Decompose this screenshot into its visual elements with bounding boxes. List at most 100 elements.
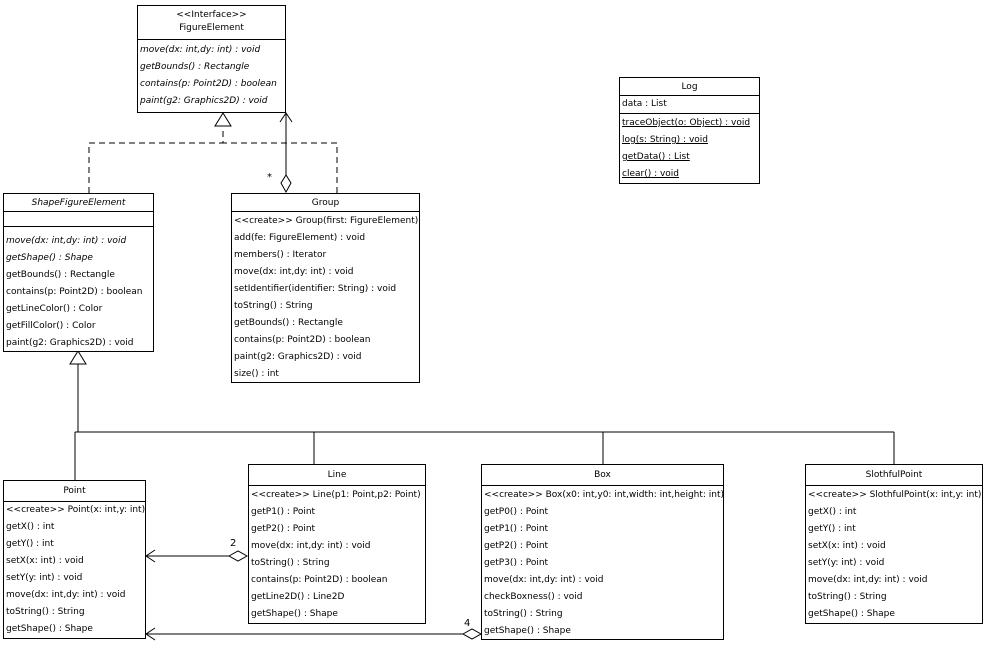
operation: getBounds() : Rectangle: [6, 270, 115, 280]
operation: getShape() : Shape: [251, 609, 338, 619]
generalization-arrowhead: [69, 350, 87, 365]
multiplicity-line-points: 2: [230, 538, 237, 549]
realization-group: [223, 142, 338, 193]
operation: toString() : String: [6, 607, 85, 617]
operation: getBounds() : Rectangle: [140, 62, 250, 72]
operation: getX() : int: [808, 507, 857, 517]
class-line[interactable]: Line <<create>> Line(p1: Point,p2: Point…: [248, 464, 426, 624]
operation: getFillColor() : Color: [6, 321, 96, 331]
operations-compartment: traceObject(o: Object) : void log(s: Str…: [620, 114, 759, 183]
operation: move(dx: int,dy: int) : void: [234, 267, 354, 277]
operation: members() : Iterator: [234, 250, 327, 260]
operations-compartment: <<create>> SlothfulPoint(x: int,y: int) …: [806, 486, 982, 623]
class-header: <<Interface>> FigureElement: [138, 6, 285, 40]
operation: clear() : void: [622, 169, 680, 179]
attributes-compartment: [4, 212, 153, 227]
class-point[interactable]: Point <<create>> Point(x: int,y: int) ge…: [3, 480, 146, 639]
class-header: Point: [4, 481, 145, 502]
operations-compartment: <<create>> Point(x: int,y: int) getX() :…: [4, 502, 145, 638]
aggregation-line-points: [145, 549, 249, 563]
operation: getY() : int: [808, 524, 856, 534]
class-header: Line: [249, 465, 425, 486]
operation: getP1() : Point: [251, 507, 316, 517]
operation: toString() : String: [251, 558, 330, 568]
class-name: ShapeFigureElement: [31, 198, 126, 208]
aggregation-group-members: [279, 112, 293, 194]
operation: getP2() : Point: [484, 541, 549, 551]
multiplicity-group-members: *: [267, 172, 272, 183]
class-name: Group: [311, 198, 340, 208]
operation: getBounds() : Rectangle: [234, 318, 343, 328]
operation: traceObject(o: Object) : void: [622, 118, 751, 128]
stereotype-label: <<Interface>>: [176, 10, 247, 20]
operation: setIdentifier(identifier: String) : void: [234, 284, 397, 294]
class-name: Point: [63, 486, 86, 496]
operation: getLineColor() : Color: [6, 304, 103, 314]
operation: <<create>> Group(first: FigureElement): [234, 216, 419, 226]
operation: toString() : String: [234, 301, 313, 311]
operation: getX() : int: [6, 522, 55, 532]
operation: getP2() : Point: [251, 524, 316, 534]
operation: contains(p: Point2D) : boolean: [251, 575, 388, 585]
operation: move(dx: int,dy: int) : void: [251, 541, 371, 551]
class-log[interactable]: Log data : List traceObject(o: Object) :…: [619, 77, 760, 184]
operations-compartment: <<create>> Group(first: FigureElement) a…: [232, 212, 419, 383]
operation: <<create>> SlothfulPoint(x: int,y: int): [808, 490, 982, 500]
class-name: SlothfulPoint: [865, 470, 923, 480]
operation: <<create>> Line(p1: Point,p2: Point): [251, 490, 421, 500]
aggregation-box-points: [145, 627, 483, 641]
operation: paint(g2: Graphics2D) : void: [234, 352, 362, 362]
class-header: Box: [482, 465, 723, 486]
class-group[interactable]: Group <<create>> Group(first: FigureElem…: [231, 193, 420, 383]
attribute: data : List: [622, 99, 667, 109]
class-figure-element[interactable]: <<Interface>> FigureElement move(dx: int…: [137, 5, 286, 113]
realization-arrowhead: [214, 112, 232, 127]
class-slothful-point[interactable]: SlothfulPoint <<create>> SlothfulPoint(x…: [805, 464, 983, 624]
operation: <<create>> Box(x0: int,y0: int,width: in…: [484, 490, 723, 500]
operation: getY() : int: [6, 539, 54, 549]
multiplicity-box-points: 4: [464, 618, 471, 629]
operations-compartment: move(dx: int,dy: int) : void getBounds()…: [138, 40, 285, 110]
operation: setX(x: int) : void: [6, 556, 84, 566]
operation: getShape() : Shape: [6, 253, 93, 263]
operation: getP1() : Point: [484, 524, 549, 534]
operation: move(dx: int,dy: int) : void: [484, 575, 604, 585]
operation: contains(p: Point2D) : boolean: [234, 335, 371, 345]
operation: toString() : String: [484, 609, 563, 619]
operations-compartment: move(dx: int,dy: int) : void getShape() …: [4, 227, 153, 352]
class-shape-figure-element[interactable]: ShapeFigureElement move(dx: int,dy: int)…: [3, 193, 154, 352]
operation: log(s: String) : void: [622, 135, 708, 145]
operation: move(dx: int,dy: int) : void: [808, 575, 928, 585]
operation: checkBoxness() : void: [484, 592, 583, 602]
class-name: Line: [327, 470, 347, 480]
operation: move(dx: int,dy: int) : void: [140, 45, 261, 55]
class-header: ShapeFigureElement: [4, 194, 153, 212]
class-box[interactable]: Box <<create>> Box(x0: int,y0: int,width…: [481, 464, 724, 640]
operation: getShape() : Shape: [808, 609, 895, 619]
realization-shape-figure-element: [88, 127, 224, 193]
operation: <<create>> Point(x: int,y: int): [6, 505, 145, 515]
operation: paint(g2: Graphics2D) : void: [140, 96, 268, 106]
operation: add(fe: FigureElement) : void: [234, 233, 366, 243]
operation: getData() : List: [622, 152, 690, 162]
generalization-tree: [74, 364, 895, 480]
operation: setY(y: int) : void: [808, 558, 885, 568]
operation: setX(x: int) : void: [808, 541, 886, 551]
operation: contains(p: Point2D) : boolean: [6, 287, 143, 297]
operation: setY(y: int) : void: [6, 573, 83, 583]
class-header: Log: [620, 78, 759, 96]
class-name: FigureElement: [179, 23, 244, 33]
operation: size() : int: [234, 369, 279, 379]
operation: getShape() : Shape: [6, 624, 93, 634]
class-header: Group: [232, 194, 419, 212]
operation: move(dx: int,dy: int) : void: [6, 590, 126, 600]
class-name: Log: [681, 82, 698, 92]
operations-compartment: <<create>> Line(p1: Point,p2: Point) get…: [249, 486, 425, 623]
operation: paint(g2: Graphics2D) : void: [6, 338, 134, 348]
operation: getLine2D() : Line2D: [251, 592, 345, 602]
class-name: Box: [594, 470, 611, 480]
operation: getP0() : Point: [484, 507, 549, 517]
operation: move(dx: int,dy: int) : void: [6, 236, 127, 246]
operations-compartment: <<create>> Box(x0: int,y0: int,width: in…: [482, 486, 723, 640]
operation: getShape() : Shape: [484, 626, 571, 636]
